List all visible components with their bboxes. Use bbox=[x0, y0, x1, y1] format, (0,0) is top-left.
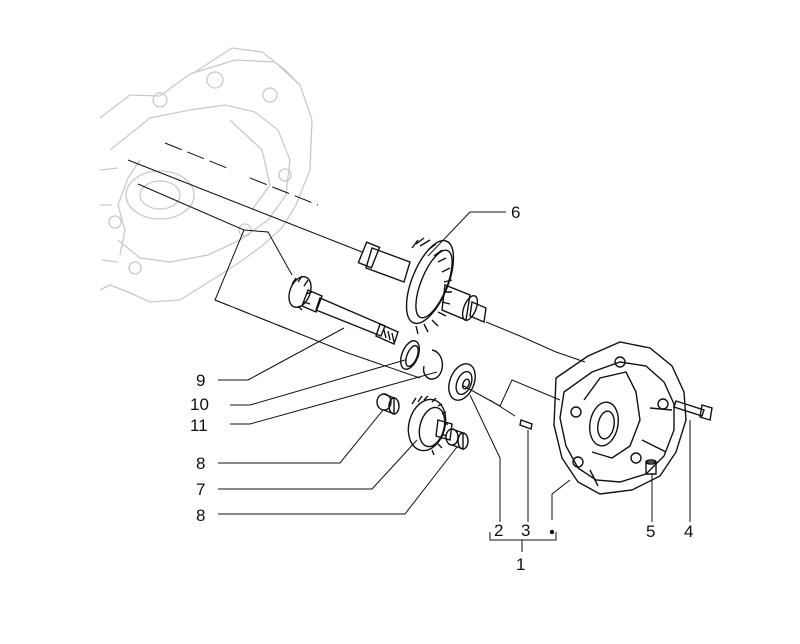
callout-9: 9 bbox=[196, 371, 205, 390]
callout-8-upper: 8 bbox=[196, 454, 205, 473]
assembly-axis-lines bbox=[127, 142, 586, 417]
engine-case-outline bbox=[99, 47, 313, 303]
bearing-part-11 bbox=[448, 363, 476, 401]
callout-8-lower: 8 bbox=[196, 506, 205, 525]
dowel-pin-part-3 bbox=[519, 419, 533, 430]
callout-3: 3 bbox=[521, 521, 530, 540]
circlip-part-10 bbox=[399, 340, 443, 380]
callout-6: 6 bbox=[511, 203, 520, 222]
callout-labels: 6 9 10 11 8 7 8 2 3 1 5 4 bbox=[190, 203, 693, 574]
callout-2: 2 bbox=[494, 521, 503, 540]
bushing-part-8-lower bbox=[445, 428, 469, 450]
bushing-part-8-upper bbox=[376, 393, 400, 416]
callout-1: 1 bbox=[516, 555, 525, 574]
callout-11: 11 bbox=[190, 416, 208, 435]
bolt-part-4 bbox=[673, 400, 713, 421]
pinion-shaft-part-9 bbox=[288, 275, 399, 345]
callout-7: 7 bbox=[196, 480, 205, 499]
callout-4: 4 bbox=[684, 522, 693, 541]
gear-shaft-part-6 bbox=[357, 237, 487, 335]
gearbox-cover-part-1 bbox=[553, 341, 687, 495]
callout-5: 5 bbox=[646, 522, 655, 541]
gear-part-7 bbox=[407, 395, 453, 456]
dowel-part-5 bbox=[645, 459, 657, 475]
callout-10: 10 bbox=[190, 395, 209, 414]
leader-lines bbox=[218, 211, 691, 552]
